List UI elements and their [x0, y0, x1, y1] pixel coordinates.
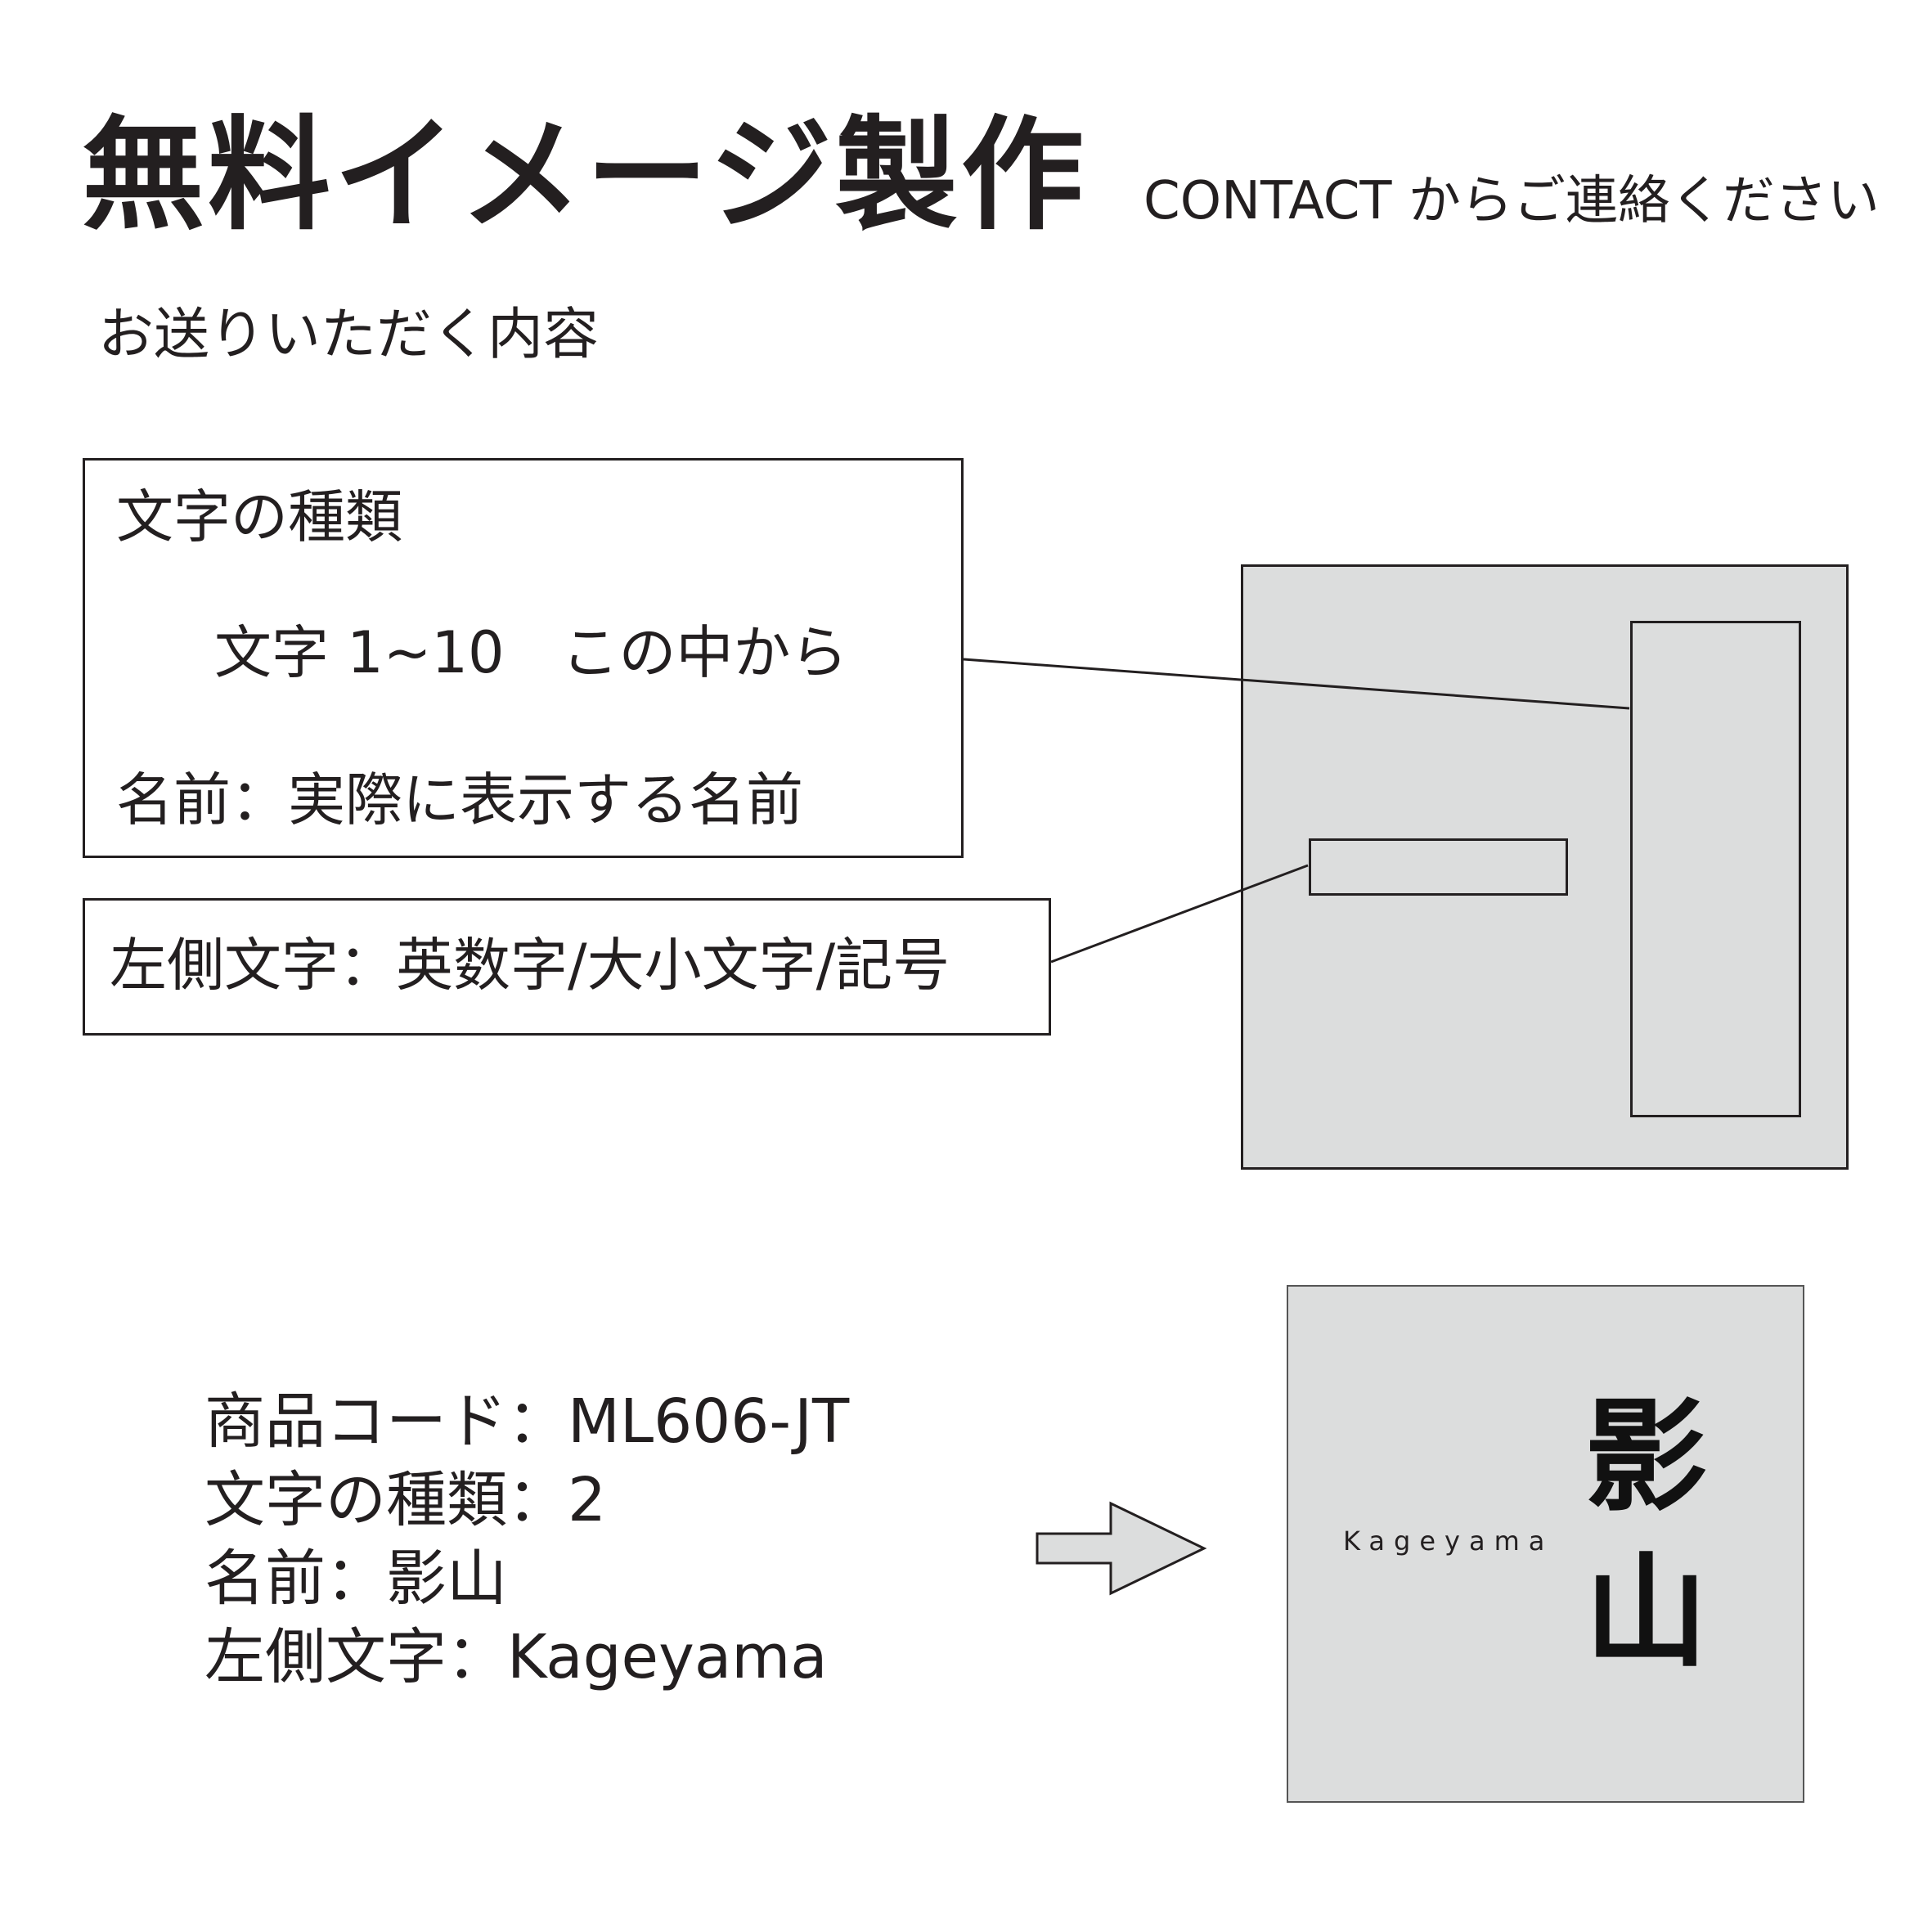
plate-diagram: [1241, 564, 1849, 1170]
name-slot: [1630, 621, 1801, 1117]
left-chars-label: 左側文字：英数字/大小文字/記号: [110, 932, 950, 999]
contact-note: CONTACT からご連絡ください: [1143, 171, 1880, 231]
name-label: 名前：実際に表示する名前: [116, 766, 803, 833]
char-type-label: 文字の種類: [116, 483, 402, 550]
page-subtitle: お送りいただく内容: [98, 303, 600, 367]
left-chars-box: 左側文字：英数字/大小文字/記号: [83, 898, 1051, 1036]
example-product-code: 商品コード：ML606-JT: [204, 1386, 850, 1457]
connector-name-line: [963, 658, 1630, 710]
page-title: 無料イメージ製作: [82, 105, 1088, 247]
char-type-detail: 文字 1~10 この中から: [214, 619, 848, 686]
arrow-right-icon: [1036, 1501, 1207, 1596]
example-spec: 商品コード：ML606-JT 文字の種類：2 名前：影山 左側文字：Kageya…: [204, 1382, 849, 1696]
sample-side-text: Kageyama: [1343, 1525, 1554, 1557]
example-left-chars: 左側文字：Kageyama: [204, 1622, 828, 1692]
sample-name-text: 影山: [1564, 1391, 1708, 1702]
example-char-type: 文字の種類：2: [204, 1465, 607, 1535]
left-chars-slot: [1309, 838, 1568, 896]
sample-plate: Kageyama 影山: [1287, 1285, 1804, 1803]
char-type-box: 文字の種類 文字 1~10 この中から 名前：実際に表示する名前: [83, 458, 964, 858]
connector-left-line: [1050, 864, 1309, 964]
example-name: 名前：影山: [204, 1543, 507, 1614]
